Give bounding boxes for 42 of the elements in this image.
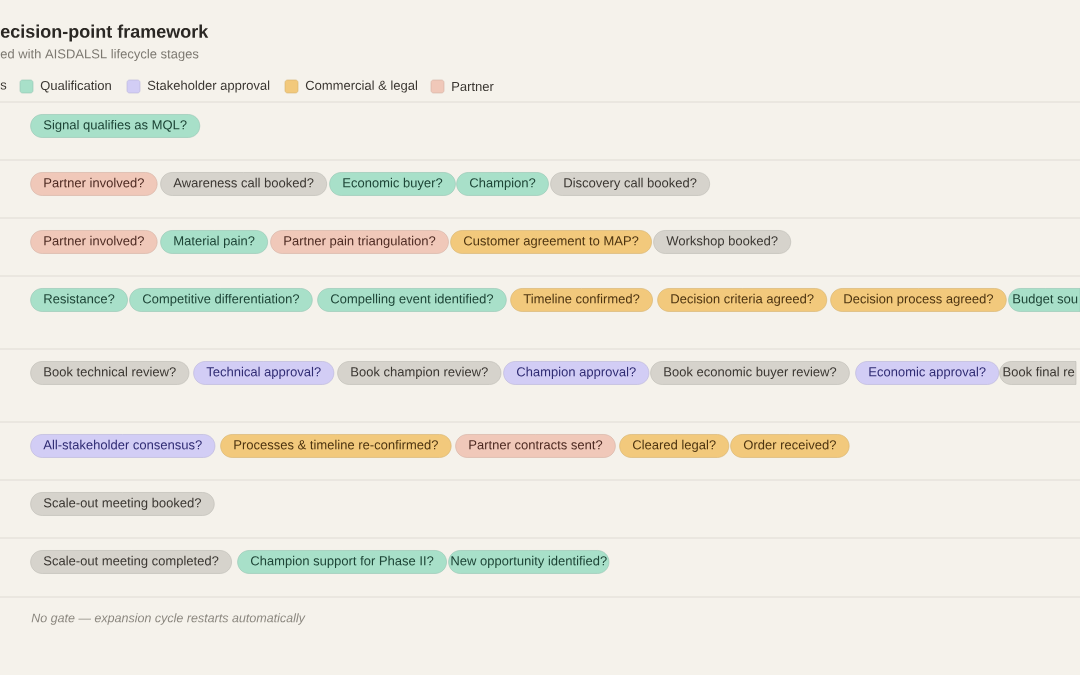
question-pill: Decision criteria agreed? [657,288,828,312]
legend-label: Qualification [40,80,111,93]
question-pill: Customer agreement to MAP? [450,230,652,254]
question-pill: Partner contracts sent? [455,434,616,458]
question-pill: Order received? [730,434,850,458]
question-pill: Book technical review? [30,361,190,385]
question-pill: Book final re [999,361,1077,385]
question-pill: All-stakeholder consensus? [30,434,216,458]
footnote-text: No gate — expansion cycle restarts automatically [31,613,306,625]
question-pill: New opportunity identified? [448,550,610,574]
question-pill: Partner pain triangulation? [270,230,449,254]
subtitle: ed with AISDALSL lifecycle stages [0,48,199,62]
legend-label: Commercial & legal [305,80,417,93]
question-pill: Book economic buyer review? [650,361,850,385]
legend-label: Stakeholder approval [147,80,270,93]
question-pill: Technical approval? [193,361,335,385]
question-pill: Resistance? [30,288,128,312]
question-pill: Timeline confirmed? [510,288,653,312]
question-pill: Budget sou [1008,288,1080,312]
question-pill: Awareness call booked? [160,172,327,196]
question-pill: Scale-out meeting completed? [30,550,232,574]
question-pill: Workshop booked? [653,230,792,254]
title: ecision-point framework [0,24,209,42]
question-pill: Cleared legal? [619,434,730,458]
question-pill: Champion support for Phase II? [237,550,447,574]
question-pill: Discovery call booked? [550,172,710,196]
question-pill: Decision process agreed? [830,288,1007,312]
question-pill: Champion approval? [503,361,650,385]
question-pill: Economic approval? [855,361,1000,385]
question-pill: Book champion review? [337,361,502,385]
question-pill: Partner involved? [30,230,158,254]
question-pill: Scale-out meeting booked? [30,492,215,516]
question-pill: Material pain? [160,230,268,254]
question-pill: Competitive differentiation? [129,288,313,312]
question-pill: Processes & timeline re-confirmed? [220,434,452,458]
text-fragment: s [0,82,7,90]
question-pill: Champion? [456,172,549,196]
question-pill: Signal qualifies as MQL? [30,114,201,138]
legend-label: Partner [452,81,494,92]
question-pill: Economic buyer? [329,172,456,196]
question-pill: Partner involved? [30,172,158,196]
question-pill: Compelling event identified? [317,288,507,312]
